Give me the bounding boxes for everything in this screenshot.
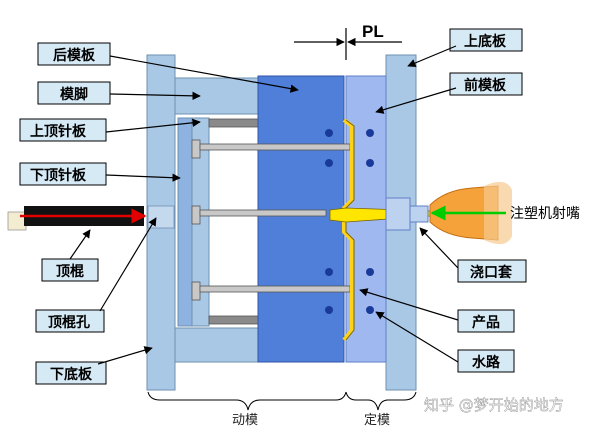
sprue-bushing-shape bbox=[385, 197, 429, 231]
svg-text:前模板: 前模板 bbox=[464, 77, 507, 94]
label-ejector-rod: 顶棍 bbox=[41, 258, 99, 282]
svg-text:下顶针板: 下顶针板 bbox=[30, 167, 87, 184]
fixed-mold-label: 定模 bbox=[364, 413, 390, 428]
label-injection-nozzle: 注塑机射嘴 bbox=[510, 206, 580, 222]
label-mold-leg: 模脚 bbox=[37, 81, 111, 105]
leader-arrows bbox=[69, 45, 459, 365]
parting-line-label: PL bbox=[362, 22, 384, 41]
moving-mold-label: 动模 bbox=[232, 413, 258, 428]
svg-text:模脚: 模脚 bbox=[60, 86, 88, 103]
svg-text:上顶针板: 上顶针板 bbox=[30, 123, 87, 140]
lower-ejector-plate-shape bbox=[177, 117, 193, 327]
svg-text:水路: 水路 bbox=[472, 354, 501, 371]
ejector-pins bbox=[191, 139, 351, 301]
watermark: 知乎 @梦开始的地方 bbox=[424, 396, 564, 414]
svg-text:顶棍孔: 顶棍孔 bbox=[48, 314, 90, 331]
label-ejector-rod-hole: 顶棍孔 bbox=[35, 309, 105, 333]
label-bottom-plate: 下底板 bbox=[35, 361, 107, 385]
label-sprue-bushing: 浇口套 bbox=[457, 259, 527, 283]
svg-text:顶棍: 顶棍 bbox=[56, 263, 84, 280]
label-front-plate: 前模板 bbox=[449, 72, 523, 96]
svg-text:上底板: 上底板 bbox=[464, 33, 507, 50]
label-rear-plate: 后模板 bbox=[37, 42, 111, 66]
svg-text:后模板: 后模板 bbox=[53, 47, 96, 64]
return-pin-bottom bbox=[208, 315, 259, 325]
svg-text:产品: 产品 bbox=[472, 314, 500, 331]
fixed-mold-brace bbox=[345, 391, 417, 411]
svg-text:浇口套: 浇口套 bbox=[470, 264, 512, 281]
moving-mold-brace bbox=[147, 391, 347, 411]
water-channels bbox=[325, 129, 374, 314]
label-product: 产品 bbox=[457, 309, 515, 333]
label-lower-ejector-plate: 下顶针板 bbox=[19, 162, 107, 186]
return-pin-top bbox=[208, 118, 259, 128]
label-upper-ejector-plate: 上顶针板 bbox=[19, 118, 107, 142]
svg-text:下底板: 下底板 bbox=[50, 366, 93, 383]
label-waterway: 水路 bbox=[457, 349, 515, 373]
mold-leg-bottom-shape bbox=[174, 327, 259, 363]
label-top-plate: 上底板 bbox=[449, 28, 523, 52]
